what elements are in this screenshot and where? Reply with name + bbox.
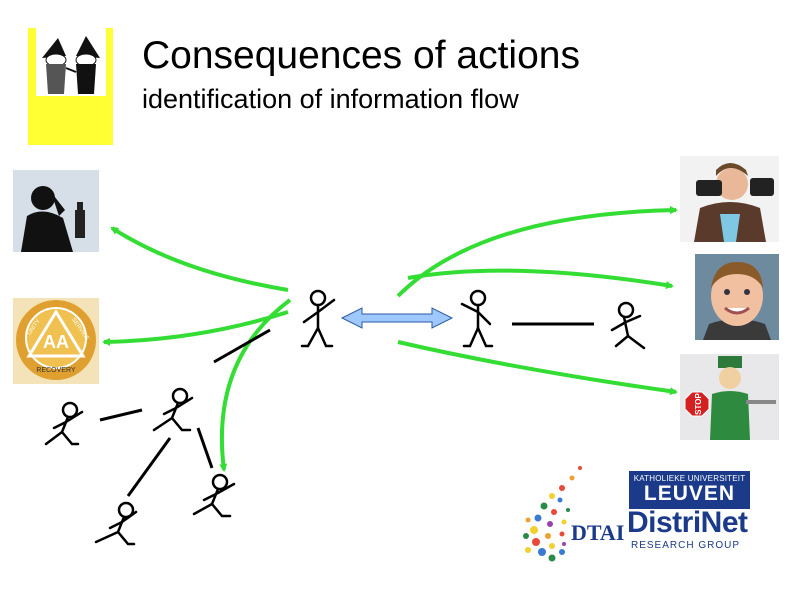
link-line [99,408,143,422]
stick-figure-left-2 [152,387,194,432]
stick-figure-left-3 [94,501,138,546]
arrow-to-drinker [110,226,289,292]
distrinet-subtitle: RESEARCH GROUP [631,540,741,551]
stick-figure-center-left [300,289,336,348]
distrinet-logo-text: DistriNet [627,506,748,539]
ku-leuven-logo: KATHOLIEKE UNIVERSITEIT LEUVEN [629,471,750,509]
page-title: Consequences of actions [142,34,580,77]
aa-letters: AA [43,332,69,352]
arrow-to-police [397,340,678,396]
page-subtitle: identification of information flow [142,84,519,114]
leuven-main-text: LEUVEN [643,482,736,505]
spy-vs-spy-icon [36,28,106,96]
stop-sign-text: STOP [694,393,703,415]
stick-figure-left-4 [192,473,236,518]
aa-recovery-logo: AA UNITY SERVICE RECOVERY [13,298,99,384]
link-line [196,427,214,469]
arrow-to-portrait [407,268,674,289]
arrow-to-photographer [396,206,678,298]
stick-figure-far-right [610,301,646,350]
arrow-down [219,298,292,472]
link-line [213,328,271,364]
stick-figure-left-1 [44,401,84,446]
spy-box [28,28,113,145]
dtai-dots-logo [523,466,582,562]
dtai-logo-text: DTAI [571,520,625,545]
portrait-photo [695,254,779,340]
bidirectional-arrow [340,307,454,329]
drinking-person-photo [13,170,99,252]
police-figure-photo: STOP [680,354,779,440]
link-line [126,437,172,497]
photographer-photo [680,156,779,242]
stick-figure-center-right [460,289,494,348]
leuven-top-text: KATHOLIEKE UNIVERSITEIT [633,474,746,483]
aa-recovery-text: RECOVERY [36,367,75,374]
